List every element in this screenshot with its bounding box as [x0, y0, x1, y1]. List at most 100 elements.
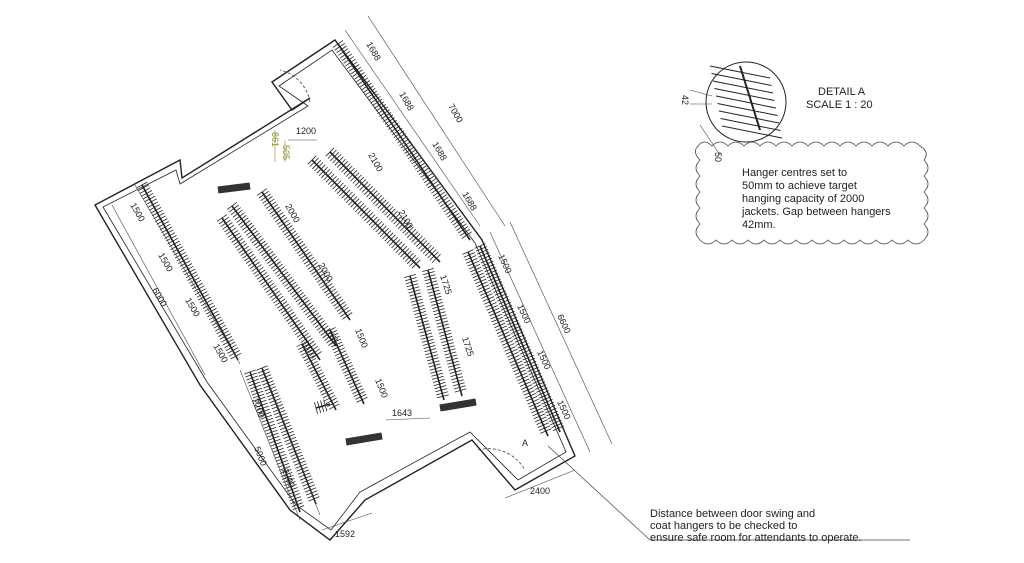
coat-hanger — [318, 325, 329, 334]
coat-hanger — [436, 320, 449, 325]
coat-hanger — [312, 372, 324, 379]
coat-hanger — [355, 394, 367, 400]
coat-hanger — [440, 336, 453, 340]
coat-hanger — [306, 360, 318, 368]
coat-hanger — [305, 259, 317, 267]
coat-hanger — [409, 292, 422, 297]
coat-hanger — [291, 289, 302, 298]
coat-hanger — [340, 362, 352, 368]
coat-hanger — [409, 154, 421, 162]
coat-hanger — [257, 243, 268, 252]
coat-hanger — [247, 259, 259, 267]
coat-hanger — [504, 346, 516, 352]
coat-hanger — [422, 244, 432, 254]
coat-hanger — [291, 238, 302, 246]
coat-hanger — [271, 293, 282, 301]
coat-hanger — [404, 146, 415, 154]
coat-hanger — [238, 245, 249, 254]
hanger-note-line-4: jackets. Gap between hangers — [741, 206, 891, 218]
coat-hanger — [449, 370, 462, 374]
coat-hanger — [404, 226, 414, 236]
coat-hanger — [417, 323, 430, 328]
coat-hanger — [522, 354, 534, 361]
coat-hanger — [307, 345, 319, 354]
coat-hanger — [511, 328, 523, 334]
coat-hanger — [265, 253, 276, 262]
coat-hanger — [271, 404, 284, 410]
coat-hanger — [299, 299, 310, 308]
coat-hanger — [500, 305, 513, 311]
coat-hanger — [179, 260, 191, 267]
coat-hanger — [441, 202, 453, 210]
coat-hanger — [483, 263, 495, 270]
coat-hanger — [334, 42, 346, 51]
coat-hanger — [316, 275, 328, 283]
coat-hanger — [264, 426, 277, 432]
coat-hanger — [381, 111, 392, 120]
coat-hanger — [398, 138, 410, 146]
coat-hanger — [397, 135, 408, 144]
coat-hanger — [296, 330, 308, 338]
coat-hanger — [151, 209, 163, 217]
coat-hanger — [207, 310, 219, 318]
coat-hanger — [523, 357, 535, 364]
coat-hanger — [437, 323, 449, 328]
coat-hanger — [436, 391, 449, 396]
dim-left-2: 1500 — [156, 251, 175, 273]
coat-hanger — [443, 204, 455, 213]
dim-right-1: 1500 — [496, 253, 514, 275]
coat-hanger — [452, 218, 463, 226]
coat-hanger — [261, 417, 274, 423]
coat-hanger — [300, 349, 312, 356]
coat-hanger — [318, 277, 329, 286]
coat-hanger — [303, 484, 315, 490]
coat-hanger — [236, 214, 247, 223]
coat-hanger — [282, 225, 293, 233]
hanger-rail — [329, 329, 365, 405]
dim-top-small: 1200 — [296, 126, 316, 136]
coat-hanger — [432, 378, 445, 383]
note-cloud — [695, 141, 929, 245]
coat-hanger — [341, 163, 351, 173]
coat-hanger — [393, 130, 405, 138]
coat-hanger — [429, 366, 442, 371]
coat-hanger — [345, 193, 355, 203]
coat-hanger — [187, 274, 199, 281]
coat-hanger — [184, 268, 196, 276]
coat-hanger — [269, 290, 280, 299]
coat-hanger — [303, 304, 314, 313]
coat-hanger — [276, 460, 289, 465]
coat-hanger — [535, 384, 547, 390]
coat-hanger — [523, 390, 535, 396]
coat-hanger — [300, 251, 311, 260]
dim-top-right-total: 7000 — [446, 102, 465, 124]
coat-hanger — [341, 189, 351, 199]
coat-hanger — [345, 373, 357, 380]
coat-hanger — [418, 326, 431, 331]
dim-left-1: 1500 — [128, 201, 147, 223]
coat-hanger — [404, 274, 416, 278]
coat-hanger — [288, 493, 300, 498]
coat-hanger — [305, 357, 317, 365]
coat-hanger — [259, 245, 270, 254]
coat-hanger — [370, 218, 380, 228]
coat-hanger — [435, 317, 448, 322]
coat-hanger — [517, 375, 529, 381]
coat-hanger — [145, 198, 157, 206]
coat-hanger — [513, 366, 525, 373]
coat-hanger — [302, 338, 313, 346]
coat-hanger — [428, 292, 441, 297]
coat-hanger — [471, 269, 483, 276]
coat-hanger — [459, 228, 471, 237]
coat-hanger — [418, 240, 428, 250]
coat-hanger — [532, 410, 544, 417]
coat-hanger — [510, 360, 523, 367]
dim-gap-1643: 1643 — [392, 408, 412, 418]
coat-hanger — [505, 316, 518, 323]
coat-hanger — [429, 295, 442, 300]
coat-hanger — [270, 401, 282, 407]
coat-hanger — [176, 254, 188, 262]
coat-hanger — [422, 173, 433, 181]
coat-hanger — [347, 376, 359, 383]
coat-hanger — [426, 357, 439, 362]
